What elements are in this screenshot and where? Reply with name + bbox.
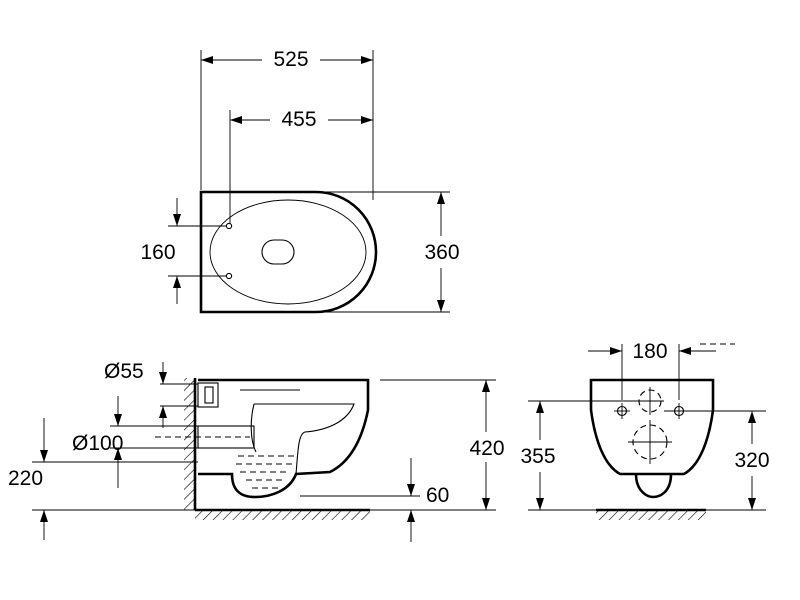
side-view: Ø55 Ø100 220 420 60: [8, 360, 505, 542]
rear-outlet-hole: [628, 420, 672, 464]
mounting-hole-lower: [225, 272, 233, 280]
dim-bolt-height: 355: [520, 445, 555, 468]
rear-view-floor-hatch: [596, 510, 706, 520]
side-view-wall-hatch: [184, 378, 195, 510]
dim-rim-height: 420: [469, 437, 504, 460]
dim-outlet-height: 220: [8, 467, 43, 490]
side-view-inlet: [197, 382, 219, 408]
dim-outlet-diameter: Ø100: [72, 432, 123, 455]
dim-525: 525: [273, 48, 308, 71]
side-view-bowl-outline: [198, 378, 370, 499]
side-view-trapway: [240, 389, 355, 475]
top-view-outlet: [261, 239, 295, 265]
top-view: 525 455 160 360: [140, 44, 460, 314]
mounting-hole-upper: [225, 222, 233, 230]
rear-view-outline: [589, 378, 715, 476]
rear-view-outlet: [634, 473, 673, 499]
dim-360: 360: [424, 241, 459, 264]
dim-inlet-diameter: Ø55: [104, 360, 144, 383]
top-view-bowl-opening: [209, 199, 367, 305]
dim-bolt-spacing: 180: [632, 340, 667, 363]
side-view-floor-hatch: [195, 510, 370, 520]
rear-bolt-left: [614, 403, 630, 419]
dim-160: 160: [140, 241, 175, 264]
dim-outlet-height-rear: 320: [734, 449, 769, 472]
rear-view: 180 355 320: [520, 340, 770, 520]
top-view-outline: [199, 190, 378, 314]
rear-inlet-hole: [636, 387, 664, 415]
dim-clearance: 60: [426, 484, 449, 507]
dim-455: 455: [281, 108, 316, 131]
